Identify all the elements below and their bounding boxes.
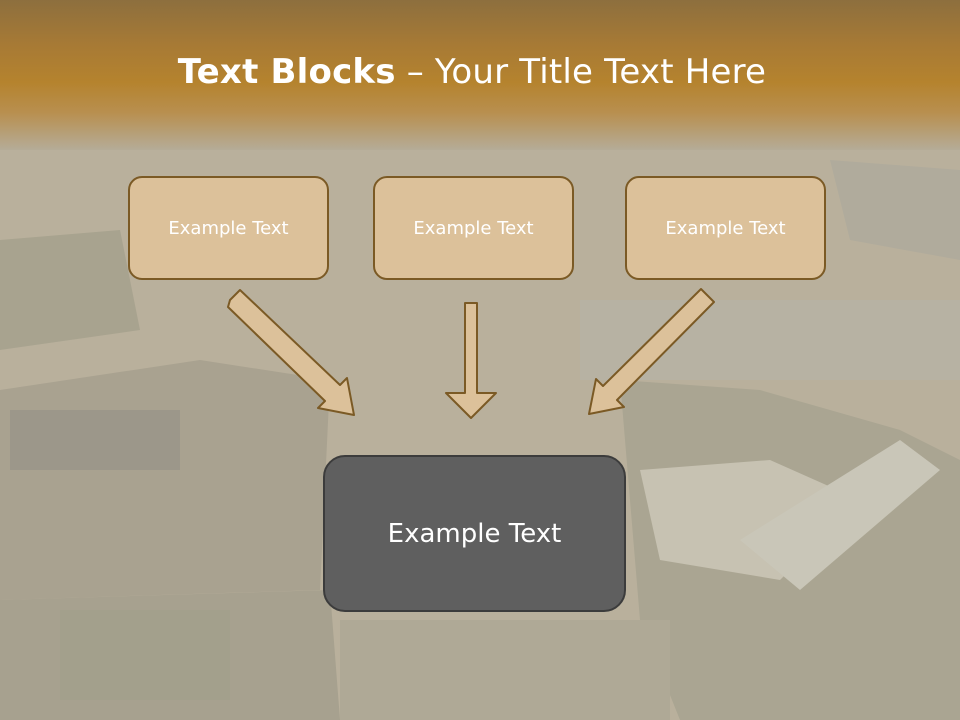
title-banner bbox=[0, 0, 960, 150]
arrow-left bbox=[227, 289, 355, 416]
text-block-3[interactable]: Example Text bbox=[625, 176, 826, 280]
main-text-block[interactable]: Example Text bbox=[323, 455, 626, 612]
text-block-1[interactable]: Example Text bbox=[128, 176, 329, 280]
title-separator: – bbox=[395, 52, 435, 92]
arrow-center bbox=[445, 302, 497, 419]
text-block-3-label: Example Text bbox=[665, 217, 786, 239]
text-block-2-label: Example Text bbox=[413, 217, 534, 239]
text-block-1-label: Example Text bbox=[168, 217, 289, 239]
main-text-block-label: Example Text bbox=[387, 518, 562, 549]
title-rest: Your Title Text Here bbox=[434, 52, 767, 92]
text-block-2[interactable]: Example Text bbox=[373, 176, 574, 280]
arrow-right bbox=[588, 288, 715, 415]
title-bold: Text Blocks bbox=[177, 52, 396, 92]
slide-title: Text Blocks – Your Title Text Here bbox=[0, 52, 944, 92]
